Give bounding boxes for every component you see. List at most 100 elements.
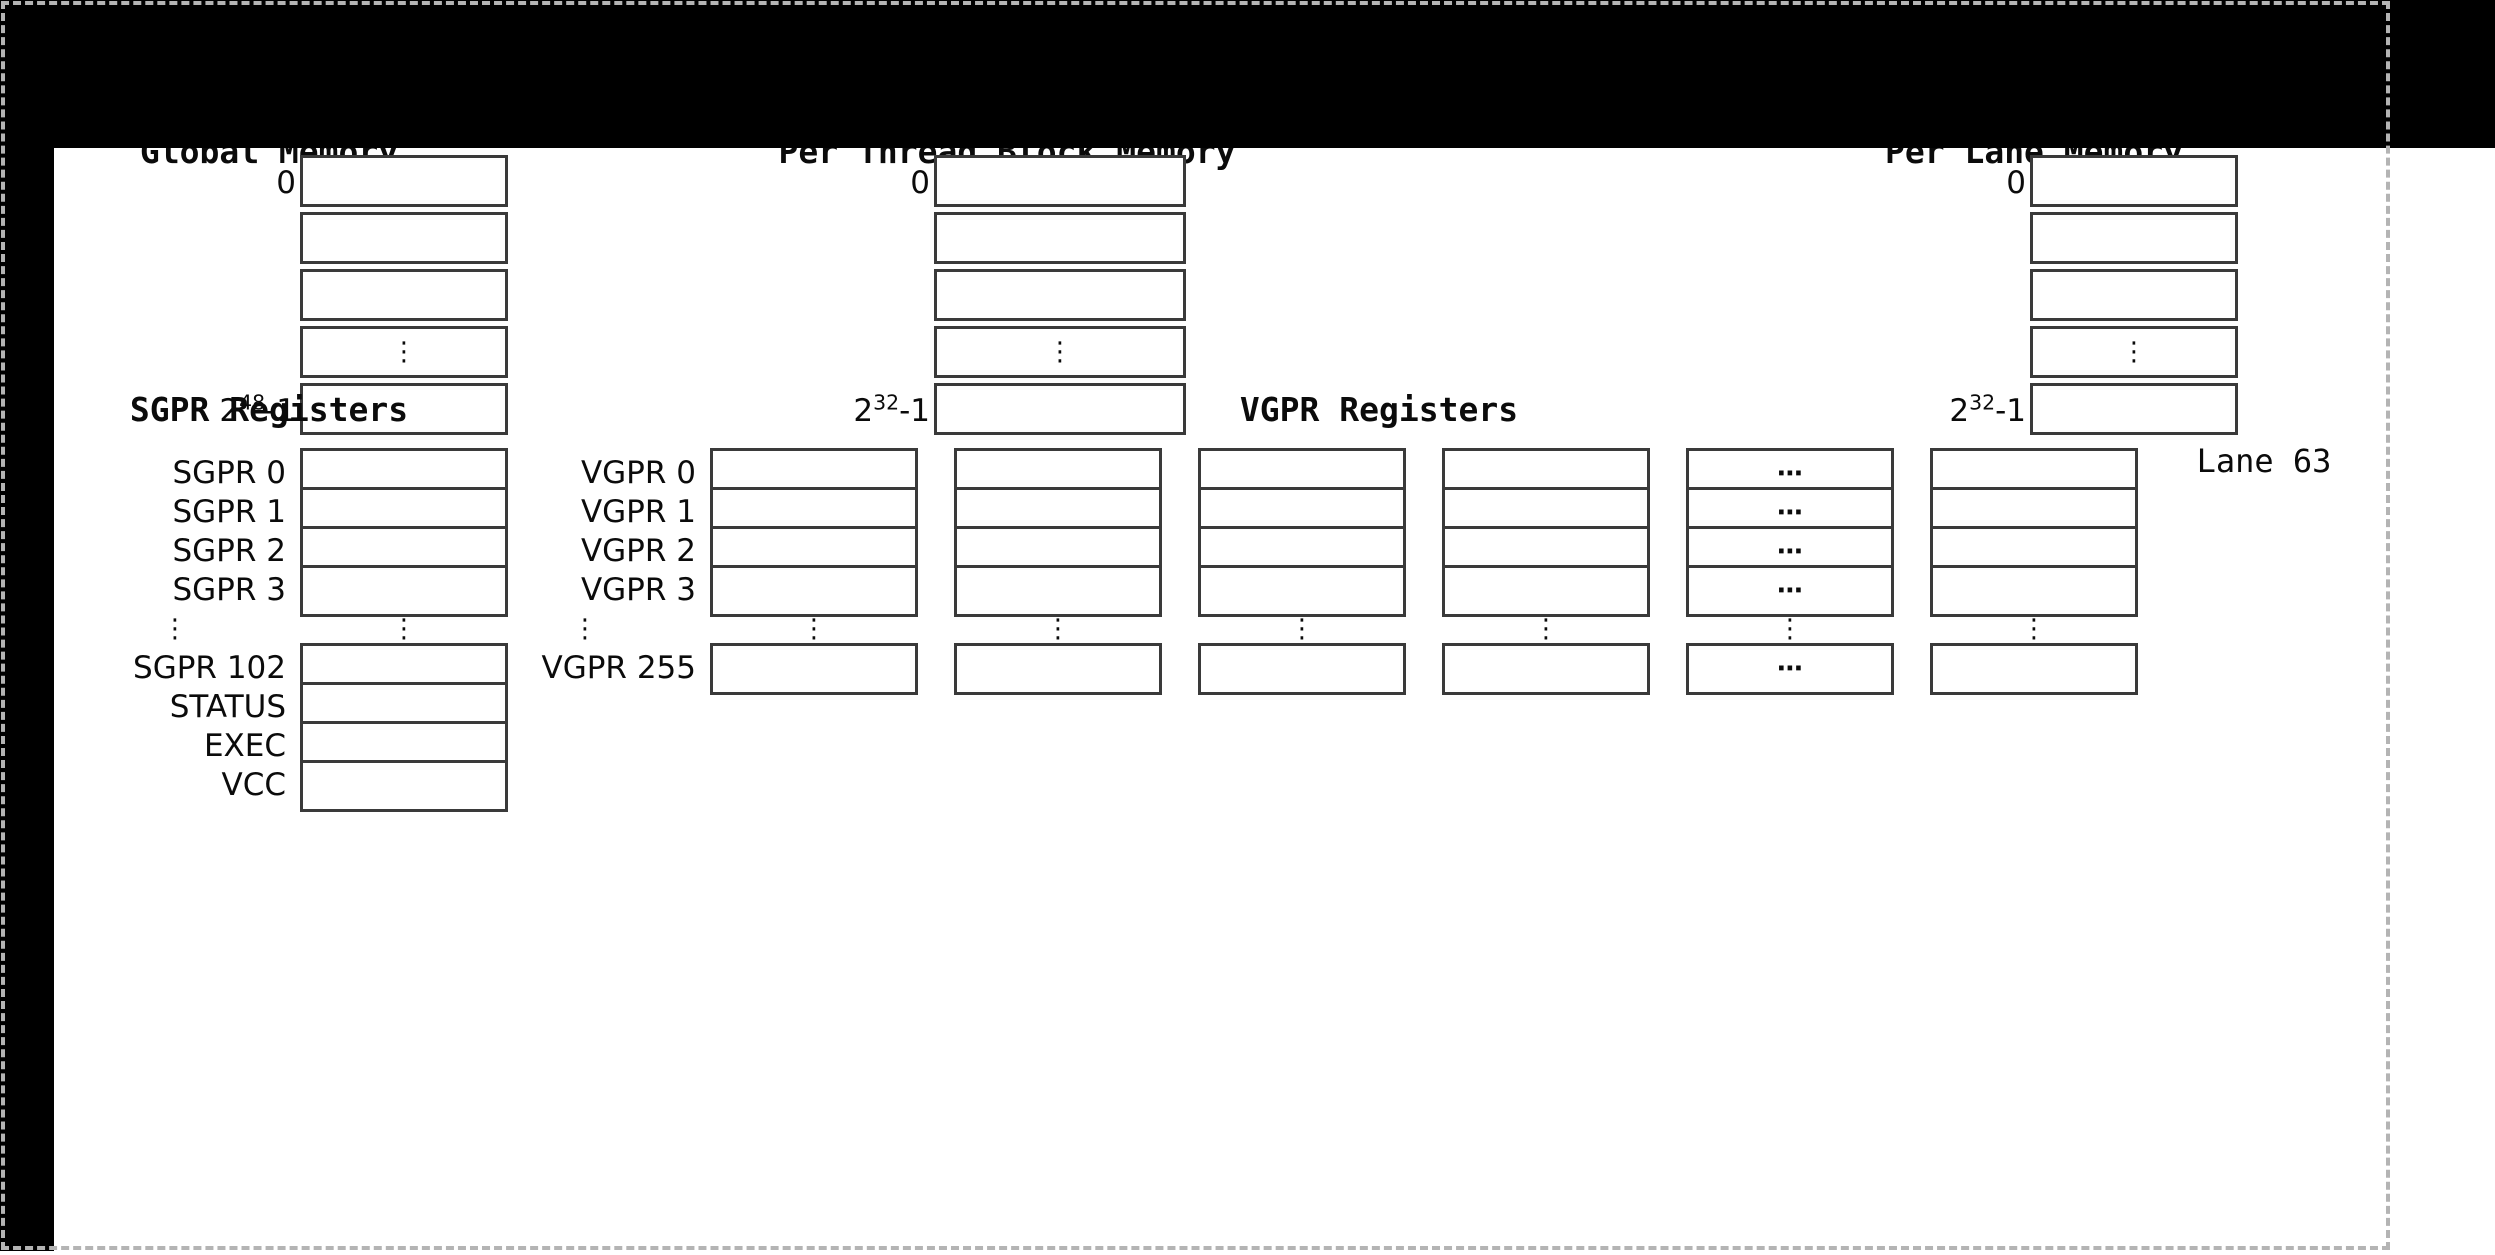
plm-bottom-tail: -1 (1995, 393, 2026, 429)
vgpr-horizontal-ellipsis: ⋯ (1777, 537, 1803, 567)
global-memory-vertical-ellipsis: ⋮ (391, 337, 417, 367)
vgpr-cell-ellipsis[interactable]: ⋯ (1686, 565, 1894, 617)
vgpr-cell-gap-ellipsis: ⋮ (1777, 614, 1803, 644)
global-memory-cell[interactable] (300, 269, 508, 321)
per-thread-block-memory-cell[interactable] (934, 383, 1186, 435)
sgpr-row-label: SGPR 102 (133, 650, 286, 686)
vgpr-cell[interactable] (1198, 565, 1406, 617)
ptb-cell-content (937, 272, 1183, 318)
vgpr-cell[interactable] (710, 643, 918, 695)
vgpr-cell[interactable] (1442, 565, 1650, 617)
vgpr-cell-gap-ellipsis: ⋮ (801, 614, 827, 644)
per-lane-memory-cell-ellipsis[interactable]: ⋮ (2030, 326, 2238, 378)
plm-vertical-ellipsis: ⋮ (2121, 337, 2147, 367)
vgpr-cell-gap-ellipsis: ⋮ (1045, 614, 1071, 644)
per-lane-memory-cell[interactable] (2030, 155, 2238, 207)
sgpr-row-label: SGPR 0 (172, 455, 286, 491)
ptb-bottom-tail: -1 (899, 393, 930, 429)
sgpr-cell-vcc[interactable] (300, 760, 508, 812)
vgpr-label-gap-ellipsis: ⋮ (572, 614, 598, 644)
per-lane-memory-cell[interactable] (2030, 383, 2238, 435)
diagram-canvas: Global Memory 0 248-1 ⋮ Per Thread Block… (54, 132, 2391, 1249)
letterbox-top (0, 0, 2495, 148)
per-lane-memory-top-address: 0 (2006, 165, 2026, 201)
vgpr-cell[interactable] (1930, 565, 2138, 617)
vgpr-cell[interactable] (1198, 643, 1406, 695)
vgpr-horizontal-ellipsis: ⋯ (1777, 459, 1803, 489)
vgpr-cell-gap-ellipsis: ⋮ (1533, 614, 1559, 644)
per-lane-memory-cell[interactable] (2030, 269, 2238, 321)
global-memory-top-address: 0 (276, 165, 296, 201)
per-thread-block-memory-cell-ellipsis[interactable]: ⋮ (934, 326, 1186, 378)
vgpr-column-header-lane-63: Lane 63 (2196, 442, 2332, 480)
vgpr-row-label-255: VGPR 255 (541, 650, 697, 686)
ptb-cell-content (937, 215, 1183, 261)
sgpr-cell-content (303, 763, 505, 809)
vgpr-cell-content (957, 568, 1159, 614)
global-memory-bottom-address: 248-1 (114, 390, 296, 429)
global-memory-cell[interactable] (300, 155, 508, 207)
vgpr-cell[interactable] (954, 565, 1162, 617)
vgpr-cell-content (713, 568, 915, 614)
global-memory-bottom-exponent: 48 (239, 390, 266, 415)
per-thread-block-memory-top-address: 0 (910, 165, 930, 201)
ptb-cell-content (937, 158, 1183, 204)
per-thread-block-memory-cell[interactable] (934, 155, 1186, 207)
ptb-bottom-exponent: 32 (873, 390, 900, 415)
letterbox-left (0, 0, 54, 1251)
plm-bottom-exponent: 32 (1969, 390, 1996, 415)
vgpr-cell[interactable] (954, 643, 1162, 695)
plm-cell-content (2033, 272, 2235, 318)
vgpr-cell-ellipsis[interactable]: ⋯ (1686, 643, 1894, 695)
sgpr-row-label-vcc: VCC (221, 767, 287, 803)
plm-cell-content (2033, 158, 2235, 204)
sgpr-row-label-status: STATUS (169, 689, 286, 725)
plm-cell-content (2033, 215, 2235, 261)
vgpr-row-label: VGPR 1 (580, 494, 696, 530)
vgpr-horizontal-ellipsis: ⋯ (1777, 654, 1803, 684)
vgpr-cell-content (1445, 646, 1647, 692)
sgpr-row-label-exec: EXEC (203, 728, 286, 764)
ptb-cell-content (937, 386, 1183, 432)
ptb-vertical-ellipsis: ⋮ (1047, 337, 1073, 367)
vgpr-cell-gap-ellipsis: ⋮ (2021, 614, 2047, 644)
sgpr-row-label: SGPR 1 (172, 494, 286, 530)
sgpr-registers-title: SGPR Registers (129, 390, 409, 429)
global-memory-bottom-base: 2 (219, 393, 240, 429)
sgpr-cell[interactable] (300, 565, 508, 617)
vgpr-horizontal-ellipsis: ⋯ (1777, 498, 1803, 528)
per-lane-memory-bottom-address: 232-1 (1844, 390, 2026, 429)
per-thread-block-memory-bottom-address: 232-1 (748, 390, 930, 429)
vgpr-cell[interactable] (710, 565, 918, 617)
global-memory-cell[interactable] (300, 212, 508, 264)
sgpr-label-gap-ellipsis: ⋮ (162, 614, 188, 644)
sgpr-row-label: SGPR 3 (172, 572, 286, 608)
global-memory-bottom-tail: -1 (265, 393, 296, 429)
sgpr-row-label: SGPR 2 (172, 533, 286, 569)
global-memory-cell-content (303, 215, 505, 261)
per-thread-block-memory-cell[interactable] (934, 269, 1186, 321)
per-lane-memory-cell[interactable] (2030, 212, 2238, 264)
vgpr-cell-content (1933, 568, 2135, 614)
vgpr-cell-content (713, 646, 915, 692)
sgpr-cell-gap-ellipsis: ⋮ (391, 614, 417, 644)
plm-bottom-base: 2 (1949, 393, 1970, 429)
vgpr-cell-content (1445, 568, 1647, 614)
vgpr-cell-gap-ellipsis: ⋮ (1289, 614, 1315, 644)
global-memory-cell-content (303, 272, 505, 318)
vgpr-cell[interactable] (1930, 643, 2138, 695)
vgpr-horizontal-ellipsis: ⋯ (1777, 576, 1803, 606)
vgpr-registers-title: VGPR Registers (1239, 390, 1519, 429)
vgpr-cell-content (1201, 568, 1403, 614)
plm-cell-content (2033, 386, 2235, 432)
vgpr-cell[interactable] (1442, 643, 1650, 695)
ptb-bottom-base: 2 (853, 393, 874, 429)
vgpr-row-label: VGPR 2 (580, 533, 696, 569)
vgpr-cell-content (957, 646, 1159, 692)
per-thread-block-memory-cell[interactable] (934, 212, 1186, 264)
vgpr-cell-content (1933, 646, 2135, 692)
global-memory-cell-ellipsis[interactable]: ⋮ (300, 326, 508, 378)
vgpr-row-label: VGPR 3 (580, 572, 696, 608)
global-memory-cell[interactable] (300, 383, 508, 435)
